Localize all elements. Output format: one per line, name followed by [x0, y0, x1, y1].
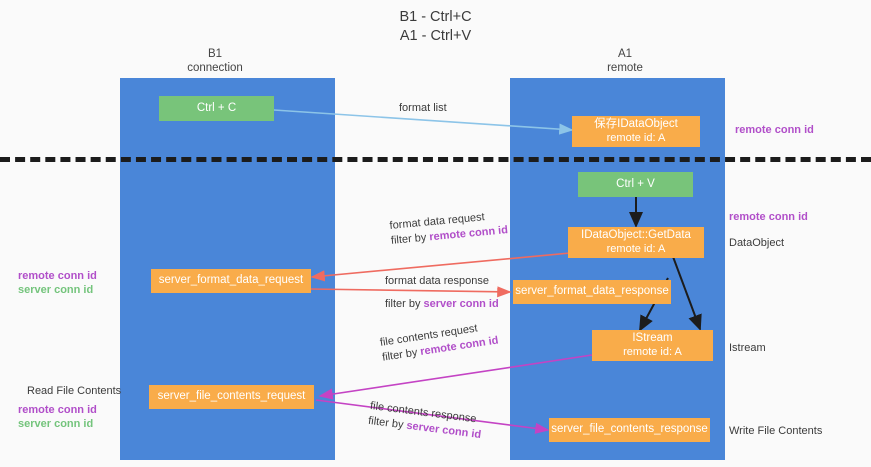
- filter-prefix: filter by: [390, 231, 430, 247]
- side-label-remote-conn-id-top: remote conn id: [735, 123, 814, 137]
- edge-label-format-data-request: format data request filter by remote con…: [389, 208, 509, 249]
- edge-label-file-contents-response: file contents response filter by server …: [367, 399, 484, 443]
- node-ctrl-c-label: Ctrl + C: [196, 101, 237, 114]
- filter-prefix: filter by: [385, 298, 424, 310]
- side-label-remote-conn-id-left-mid: remote conn id: [18, 270, 97, 282]
- side-label-write-file-contents-text: Write File Contents: [729, 425, 823, 437]
- side-label-read-file-contents: Read File Contents: [27, 384, 121, 398]
- node-idataobject-getdata-sublabel: remote id: A: [606, 242, 666, 255]
- column-header-b1-name: B1: [207, 48, 223, 60]
- side-label-dataobject: DataObject: [729, 236, 784, 250]
- section-divider: [0, 157, 871, 162]
- node-save-idataobject[interactable]: 保存IDataObject remote id: A: [572, 116, 700, 147]
- page-title: B1 - Ctrl+C A1 - Ctrl+V: [0, 8, 871, 46]
- edge-label-file-contents-request: file contents request filter by remote c…: [379, 319, 500, 366]
- node-istream-sublabel: remote id: A: [623, 345, 682, 358]
- side-label-read-file-contents-text: Read File Contents: [27, 385, 122, 397]
- side-label-remote-conn-id-mid: remote conn id: [729, 210, 808, 224]
- edge-label-format-list-text: format list: [399, 102, 447, 114]
- node-istream[interactable]: IStream remote id: A: [592, 330, 713, 361]
- column-header-a1-name: A1: [617, 48, 633, 60]
- column-header-a1-role: remote: [607, 61, 643, 74]
- node-idataobject-getdata-label: IDataObject::GetData: [581, 229, 691, 241]
- column-header-b1-role: connection: [187, 61, 243, 74]
- side-label-remote-conn-id-mid-text: remote conn id: [729, 211, 808, 223]
- side-label-server-conn-id-left-mid: server conn id: [18, 284, 94, 296]
- node-server-file-contents-response[interactable]: server_file_contents_response: [549, 418, 710, 442]
- node-server-file-contents-request-label: server_file_contents_request: [157, 390, 306, 403]
- node-save-idataobject-sublabel: remote id: A: [606, 131, 666, 144]
- filter-key-server-conn-id: server conn id: [423, 298, 499, 310]
- side-label-istream: Istream: [729, 341, 766, 355]
- edge-label-format-data-response-text: format data response: [385, 275, 489, 287]
- side-label-write-file-contents: Write File Contents: [729, 424, 822, 438]
- column-header-b1: B1 connection: [135, 48, 295, 75]
- edge-label-format-list: format list: [399, 101, 447, 116]
- page-title-line2: A1 - Ctrl+V: [399, 28, 472, 44]
- node-idataobject-getdata[interactable]: IDataObject::GetData remote id: A: [568, 227, 704, 258]
- edge-label-format-data-response-filter: filter by server conn id: [385, 297, 499, 312]
- node-server-format-data-response[interactable]: server_format_data_response: [513, 280, 671, 304]
- node-server-format-data-response-label: server_format_data_response: [515, 285, 669, 298]
- node-server-format-data-request-label: server_format_data_request: [158, 274, 304, 287]
- side-label-remote-conn-id-top-text: remote conn id: [735, 124, 814, 136]
- side-label-remote-conn-id-left-bottom: remote conn id: [18, 404, 97, 416]
- side-label-server-conn-id-left-bottom: server conn id: [18, 418, 94, 430]
- page-title-line1: B1 - Ctrl+C: [399, 9, 472, 25]
- node-istream-label: IStream: [632, 332, 673, 344]
- node-ctrl-c[interactable]: Ctrl + C: [159, 96, 274, 121]
- side-label-istream-text: Istream: [729, 342, 766, 354]
- node-ctrl-v-label: Ctrl + V: [616, 177, 655, 190]
- column-header-a1: A1 remote: [545, 48, 705, 75]
- node-server-file-contents-request[interactable]: server_file_contents_request: [149, 385, 314, 409]
- node-save-idataobject-label: 保存IDataObject: [594, 118, 678, 130]
- node-ctrl-v[interactable]: Ctrl + V: [578, 172, 693, 197]
- side-label-conn-ids-bottom: remote conn id server conn id: [18, 403, 97, 431]
- node-server-file-contents-response-label: server_file_contents_response: [551, 423, 708, 436]
- side-label-dataobject-text: DataObject: [729, 237, 785, 249]
- edge-label-format-data-response: format data response filter by server co…: [385, 274, 499, 312]
- node-server-format-data-request[interactable]: server_format_data_request: [151, 269, 311, 293]
- filter-prefix: filter by: [367, 414, 408, 432]
- side-label-conn-ids-mid: remote conn id server conn id: [18, 269, 97, 297]
